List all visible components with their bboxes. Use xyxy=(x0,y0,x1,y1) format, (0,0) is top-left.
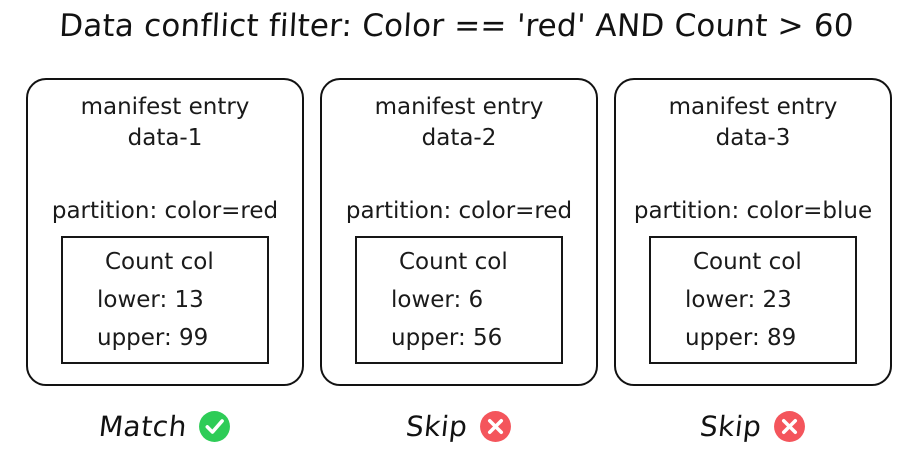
stats-box: Count col lower: 23 upper: 89 xyxy=(649,236,857,364)
manifest-card: manifest entry data-3 partition: color=b… xyxy=(614,78,892,386)
manifest-card: manifest entry data-1 partition: color=r… xyxy=(26,78,304,386)
x-circle-icon xyxy=(479,410,512,443)
stats-box: Count col lower: 13 upper: 99 xyxy=(61,236,269,364)
verdict-label: Skip xyxy=(403,409,469,443)
check-circle-icon xyxy=(198,410,231,443)
stats-lower: lower: 13 xyxy=(97,287,204,313)
manifest-card: manifest entry data-2 partition: color=r… xyxy=(320,78,598,386)
verdict-cell: Skip xyxy=(320,396,598,456)
manifest-card-row: manifest entry data-1 partition: color=r… xyxy=(26,78,892,386)
card-entry-label: manifest entry xyxy=(668,94,838,120)
card-heading: manifest entry data-2 xyxy=(375,92,544,154)
stats-box: Count col lower: 6 upper: 56 xyxy=(355,236,563,364)
verdict-cell: Match xyxy=(26,396,304,456)
stats-lower: lower: 6 xyxy=(391,287,484,313)
card-partition: partition: color=red xyxy=(345,198,573,224)
verdict-row: Match Skip Skip xyxy=(26,396,892,456)
stats-upper: upper: 99 xyxy=(97,325,209,351)
stats-upper: upper: 56 xyxy=(391,325,503,351)
page-title: Data conflict filter: Color == 'red' AND… xyxy=(58,8,855,44)
stats-upper: upper: 89 xyxy=(685,325,797,351)
card-partition: partition: color=blue xyxy=(633,198,873,224)
x-circle-icon xyxy=(773,410,806,443)
card-heading: manifest entry data-3 xyxy=(669,92,838,154)
card-entry-id: data-1 xyxy=(127,125,203,151)
card-heading: manifest entry data-1 xyxy=(81,92,250,154)
card-partition: partition: color=red xyxy=(51,198,279,224)
stats-title: Count col xyxy=(693,249,802,275)
card-entry-label: manifest entry xyxy=(374,94,544,120)
verdict-cell: Skip xyxy=(614,396,892,456)
stats-title: Count col xyxy=(105,249,214,275)
card-entry-label: manifest entry xyxy=(80,94,250,120)
verdict-label: Match xyxy=(96,409,189,443)
stats-title: Count col xyxy=(399,249,508,275)
card-entry-id: data-3 xyxy=(715,125,791,151)
verdict-label: Skip xyxy=(697,409,763,443)
card-entry-id: data-2 xyxy=(421,125,497,151)
stats-lower: lower: 23 xyxy=(685,287,792,313)
